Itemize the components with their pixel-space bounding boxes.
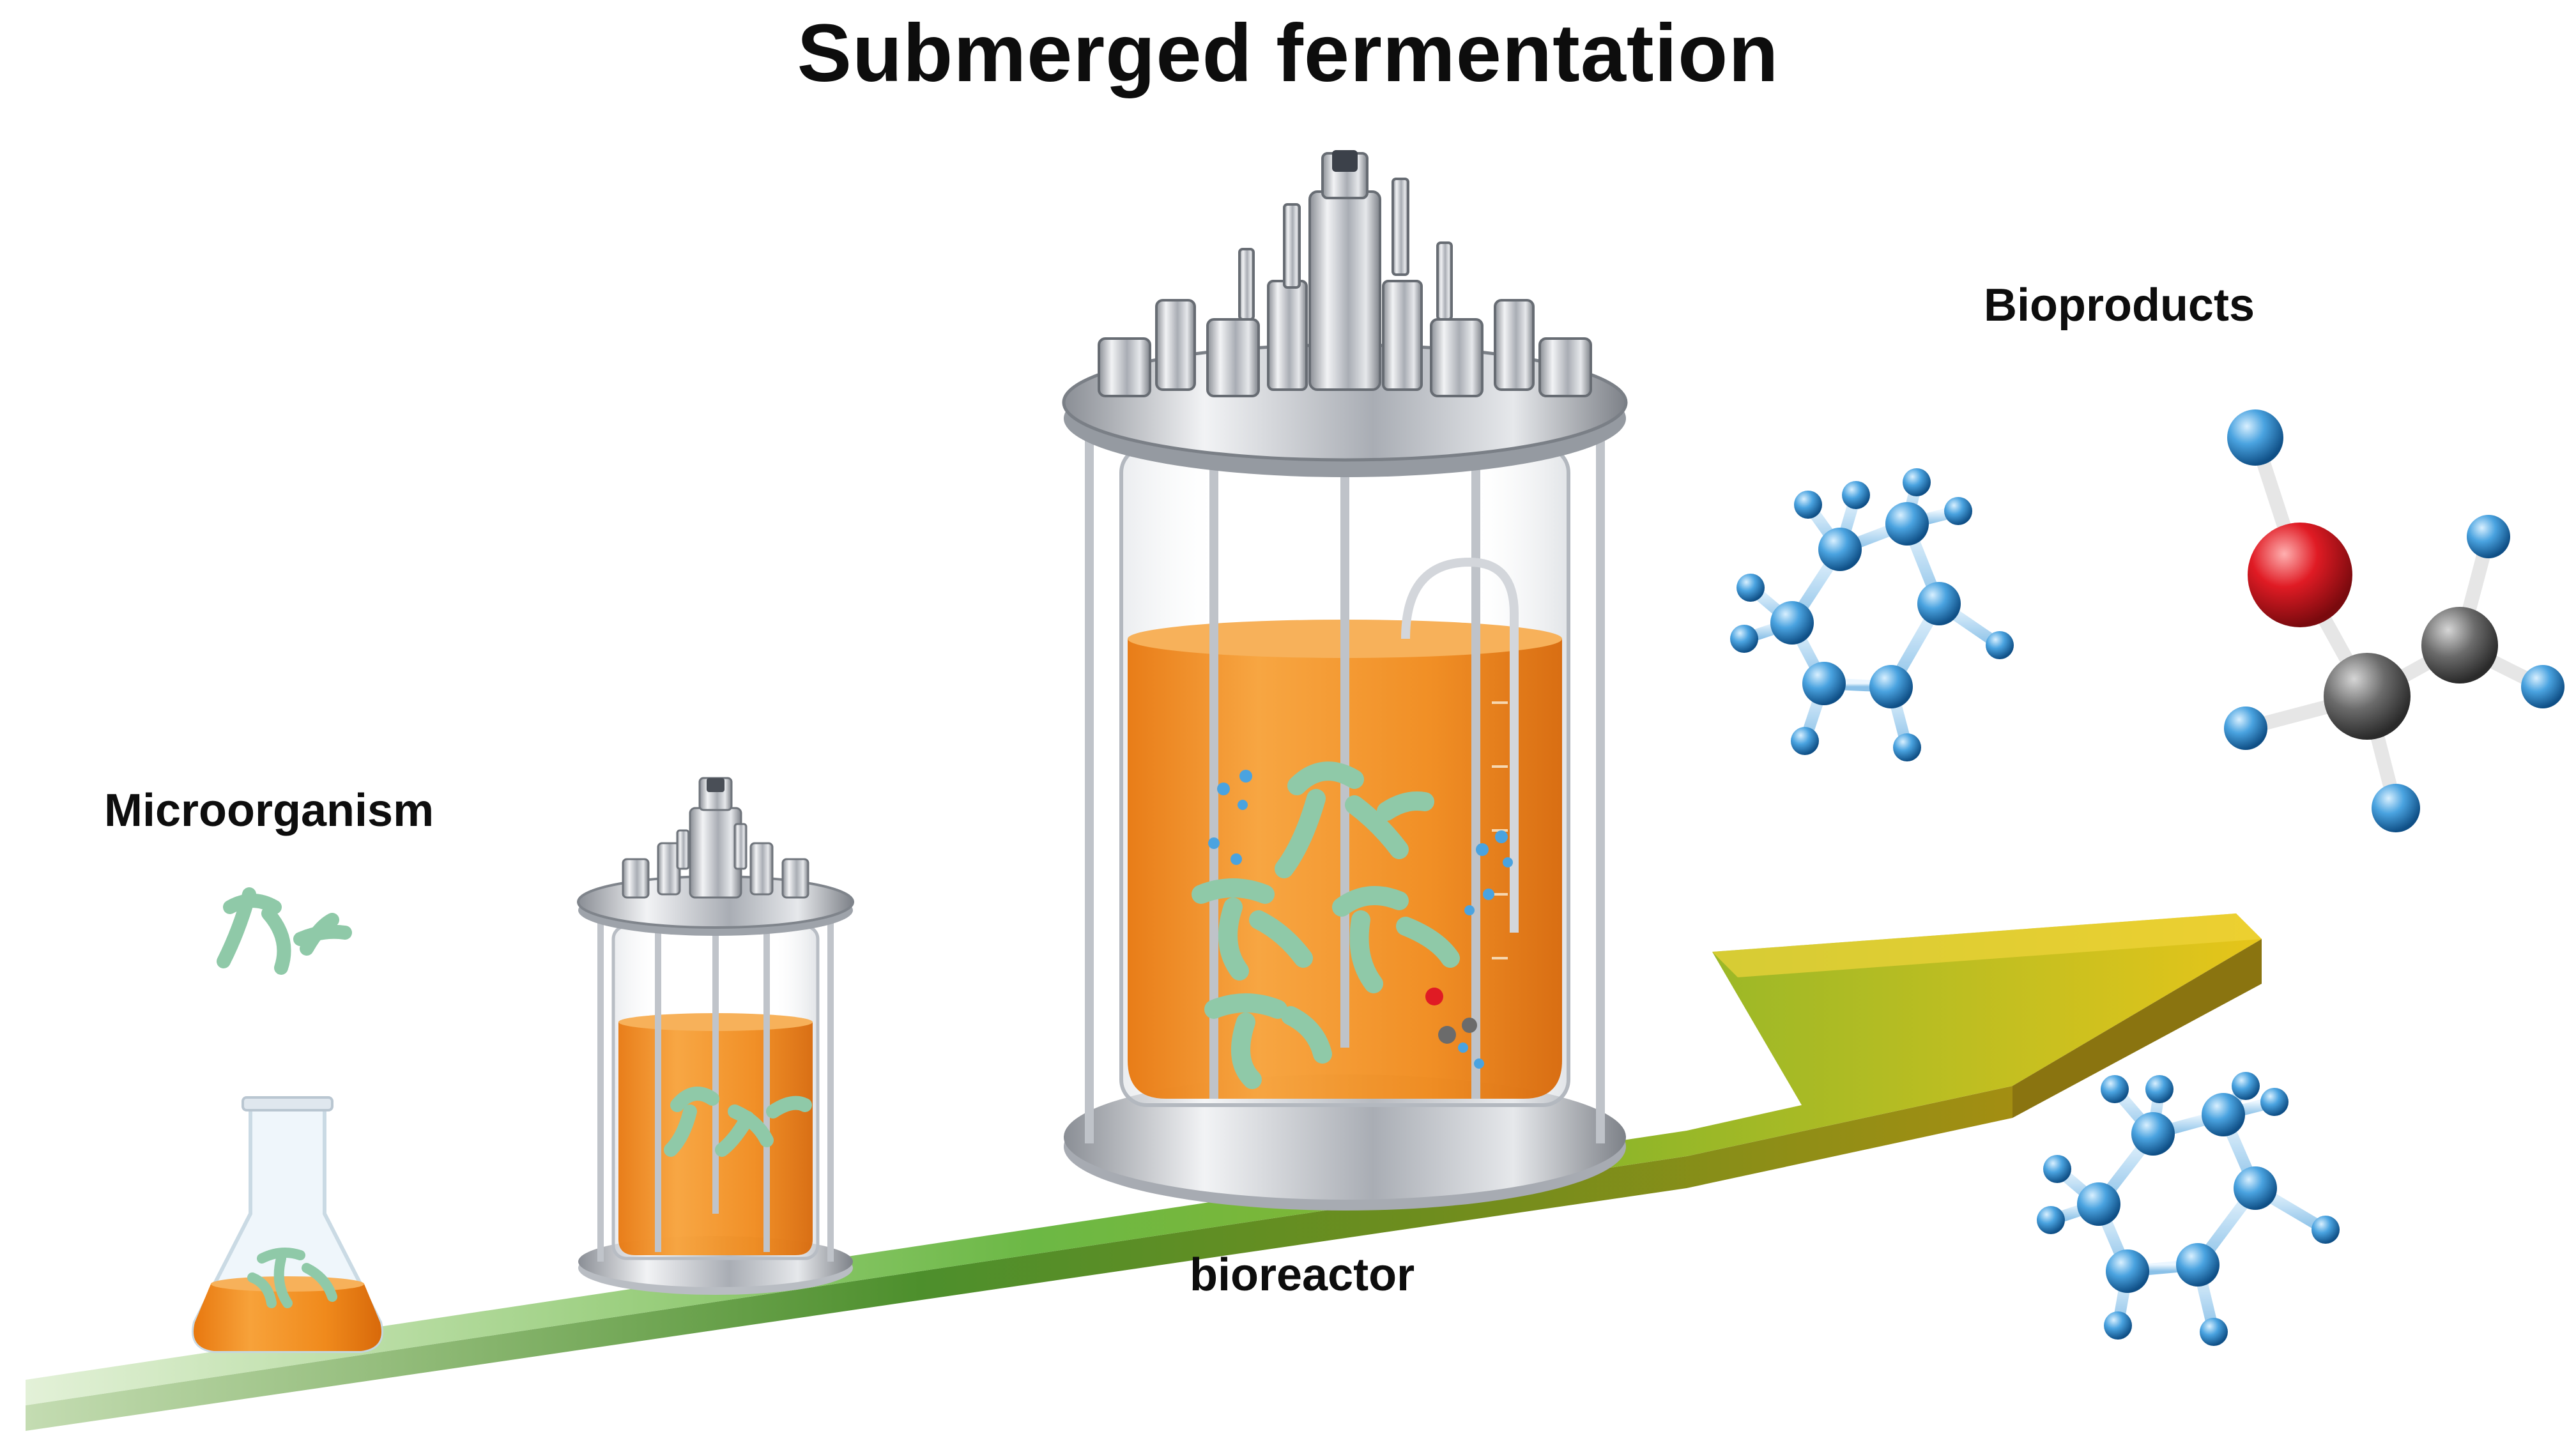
cyclic-molecule-icon: [1730, 468, 2014, 761]
process-arrow: [26, 913, 2262, 1431]
bacteria-icon: [217, 887, 352, 975]
large-bioreactor-icon: [1062, 150, 1628, 1211]
ethanol-molecule-icon: [2224, 409, 2564, 832]
cyclic-molecule-icon-bottom: [2037, 1072, 2340, 1346]
small-bioreactor-icon: [577, 777, 854, 1295]
bioreactor-label: bioreactor: [1190, 1249, 1415, 1301]
microorganism-label: Microorganism: [104, 785, 434, 836]
page-title: Submerged fermentation: [797, 8, 1779, 99]
bioproducts-label: Bioproducts: [1984, 280, 2255, 331]
erlenmeyer-flask-icon: [192, 1096, 383, 1353]
